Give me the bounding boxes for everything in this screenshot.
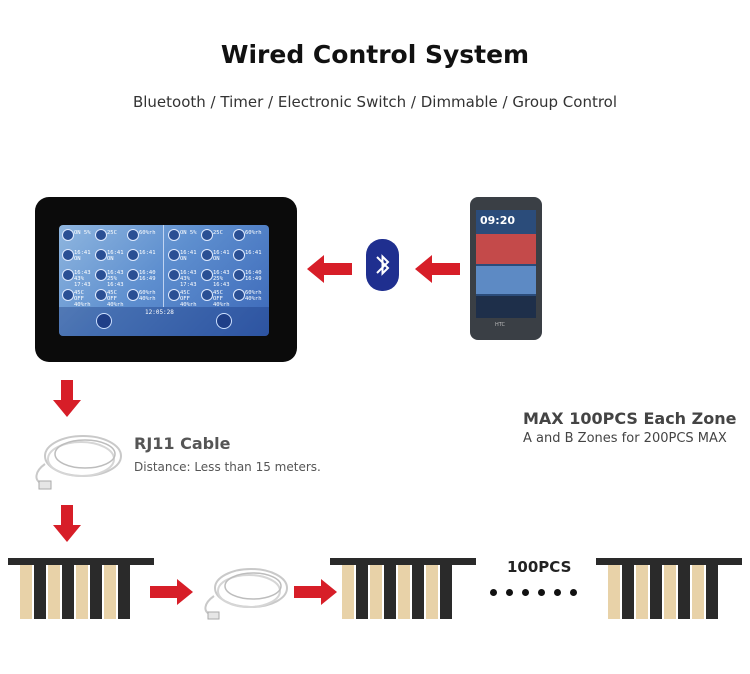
led-bars [20, 565, 130, 619]
tile-text: 16:41 ON [74, 250, 91, 262]
tile-icon [168, 229, 180, 241]
tile-text: 60%rh [139, 230, 156, 236]
tile-text: 60%rh 40%rh [245, 290, 262, 302]
tile-text: ON 5% [74, 230, 91, 236]
rj11-cable-image [204, 568, 288, 620]
tile-icon [95, 229, 107, 241]
controller-screen: ON 5% 25C 60%rh 16:41 ON 16:41 ON 16:41 16:43 … [59, 225, 269, 336]
tile-icon [233, 229, 245, 241]
tile-text: 45C OFF 40%rh [74, 290, 91, 308]
tile-icon [127, 229, 139, 241]
tile-text: 16:41 [245, 250, 262, 256]
screen-bottom-bar [59, 307, 269, 336]
tile-text: ON 5% [180, 230, 197, 236]
tile-icon [168, 289, 180, 301]
cable-label: RJ11 Cable [134, 434, 231, 453]
tile-icon [127, 249, 139, 261]
tile-text: 45C OFF 40%rh [213, 290, 230, 308]
phone-wallpaper [476, 266, 536, 294]
tile-icon [127, 289, 139, 301]
page-title: Wired Control System [220, 40, 530, 69]
led-bars [342, 565, 452, 619]
tile-text: 16:41 ON [213, 250, 230, 262]
tile-icon [233, 249, 245, 261]
page-subtitle: Bluetooth / Timer / Electronic Switch / … [132, 93, 618, 111]
tile-icon [201, 289, 213, 301]
zone-label: MAX 100PCS Each Zone [523, 409, 737, 428]
tile-icon [95, 289, 107, 301]
tile-text: 16:41 ON [180, 250, 197, 262]
tile-icon [95, 249, 107, 261]
bluetooth-symbol [376, 254, 390, 276]
tile-text: 16:41 ON [107, 250, 124, 262]
arrow-left-icon [307, 255, 352, 283]
bluetooth-icon [366, 239, 399, 291]
phone-clock: 09:20 [480, 214, 516, 227]
led-grow-light-fixture [8, 558, 154, 619]
tile-icon [168, 269, 180, 281]
tile-text: 25C [213, 230, 223, 236]
continuation-dot [490, 589, 497, 596]
led-grow-light-fixture [330, 558, 476, 619]
tile-icon [201, 229, 213, 241]
arrow-right-icon [294, 579, 337, 605]
arrow-left-icon [415, 255, 460, 283]
tile-icon [62, 269, 74, 281]
power-icon [96, 313, 112, 329]
tile-icon [201, 269, 213, 281]
tile-icon [201, 249, 213, 261]
screen-divider [163, 225, 164, 307]
tile-text: 16:41 [139, 250, 156, 256]
tile-icon [168, 249, 180, 261]
tile-text: 45C OFF 40%rh [107, 290, 124, 308]
arrow-down-icon [53, 505, 81, 542]
continuation-dot [554, 589, 561, 596]
continuation-dot [506, 589, 513, 596]
led-grow-light-fixture [596, 558, 742, 619]
arrow-down-icon [53, 380, 81, 417]
tile-text: 16:43 43% 17:43 [180, 270, 197, 288]
tile-text: 60%rh 40%rh [139, 290, 156, 302]
tile-text: 60%rh [245, 230, 262, 236]
tile-icon [62, 289, 74, 301]
phone-wallpaper [476, 234, 536, 264]
tile-text: 25C [107, 230, 117, 236]
chain-count-label: 100PCS [507, 558, 572, 576]
zone-description: A and B Zones for 200PCS MAX [523, 431, 727, 446]
arrow-right-icon [150, 579, 193, 605]
power-icon [216, 313, 232, 329]
tile-text: 16:40 16:49 [139, 270, 156, 282]
phone-screen [476, 210, 536, 318]
controller-clock: 12:05:28 [145, 309, 174, 316]
tile-icon [233, 269, 245, 281]
tile-icon [95, 269, 107, 281]
continuation-dot [522, 589, 529, 596]
led-bars [608, 565, 718, 619]
tile-icon [127, 269, 139, 281]
rj11-cable-image [35, 435, 122, 490]
tile-icon [62, 249, 74, 261]
tile-text: 45C OFF 40%rh [180, 290, 197, 308]
tile-text: 16:43 25% 16:43 [213, 270, 230, 288]
continuation-dot [538, 589, 545, 596]
tile-text: 16:43 25% 16:43 [107, 270, 124, 288]
tile-text: 16:43 43% 17:43 [74, 270, 91, 288]
tile-text: 16:40 16:49 [245, 270, 262, 282]
cable-description: Distance: Less than 15 meters. [134, 460, 321, 474]
phone-brand: HTC [495, 322, 506, 328]
phone-dock [476, 296, 536, 318]
tile-icon [62, 229, 74, 241]
tile-icon [233, 289, 245, 301]
continuation-dot [570, 589, 577, 596]
